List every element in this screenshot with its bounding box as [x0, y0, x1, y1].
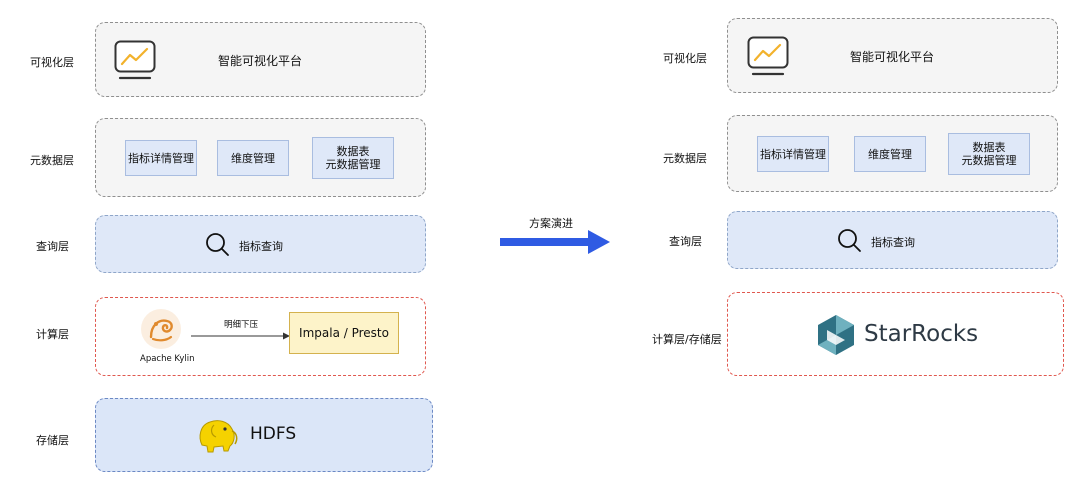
search-icon — [838, 229, 861, 252]
kylin-icon — [142, 310, 180, 348]
starrocks-label: StarRocks — [864, 321, 979, 347]
left-visual-layer-box: 智能可视化平台 — [95, 22, 426, 97]
table-metadata-management: 数据表 元数据管理 — [312, 137, 394, 179]
left-layer-label-query: 查询层 — [36, 240, 69, 253]
search-icon — [206, 233, 229, 256]
chart-monitor-icon — [747, 36, 789, 76]
dimension-management: 维度管理 — [854, 136, 926, 172]
right-query-layer-box: 指标查询 — [727, 211, 1058, 269]
dimension-management: 维度管理 — [217, 140, 289, 176]
right-compute-storage-layer-box: StarRocks — [727, 292, 1064, 376]
starrocks-logo-icon — [818, 315, 854, 355]
metric-detail-management: 指标详情管理 — [757, 136, 829, 172]
right-visual-layer-box: 智能可视化平台 — [727, 18, 1058, 93]
evolution-arrow — [500, 230, 610, 254]
hadoop-elephant-icon — [199, 420, 238, 453]
left-layer-label-compute: 计算层 — [36, 328, 69, 341]
right-layer-label-visual: 可视化层 — [663, 52, 707, 65]
left-layer-label-visual: 可视化层 — [30, 56, 74, 69]
right-layer-label-metadata: 元数据层 — [663, 152, 707, 165]
impala-presto-box: Impala / Presto — [289, 312, 399, 354]
chart-monitor-icon — [114, 40, 156, 80]
left-visual-platform-label: 智能可视化平台 — [218, 54, 303, 68]
right-layer-label-compute-storage: 计算层/存储层 — [652, 333, 722, 346]
left-query-layer-box: 指标查询 — [95, 215, 426, 273]
apache-kylin-label: Apache Kylin — [140, 354, 195, 364]
left-compute-layer-box: Apache Kylin 明细下压 Impala / Presto — [95, 297, 426, 376]
evolution-label: 方案演进 — [529, 217, 573, 230]
metric-detail-management: 指标详情管理 — [125, 140, 197, 176]
right-metadata-layer-box: 指标详情管理 维度管理 数据表 元数据管理 — [727, 115, 1058, 192]
pushdown-arrow — [191, 332, 290, 340]
table-metadata-management: 数据表 元数据管理 — [948, 133, 1030, 175]
left-layer-label-storage: 存储层 — [36, 434, 69, 447]
left-metadata-layer-box: 指标详情管理 维度管理 数据表 元数据管理 — [95, 118, 426, 197]
pushdown-label: 明细下压 — [224, 320, 259, 330]
right-visual-platform-label: 智能可视化平台 — [850, 50, 935, 64]
hdfs-label: HDFS — [250, 424, 297, 444]
right-query-label: 指标查询 — [871, 236, 915, 249]
left-storage-layer-box: HDFS — [95, 398, 433, 472]
left-query-label: 指标查询 — [239, 240, 283, 253]
left-layer-label-metadata: 元数据层 — [30, 154, 74, 167]
apache-kylin-logo — [141, 309, 181, 349]
right-layer-label-query: 查询层 — [669, 235, 702, 248]
